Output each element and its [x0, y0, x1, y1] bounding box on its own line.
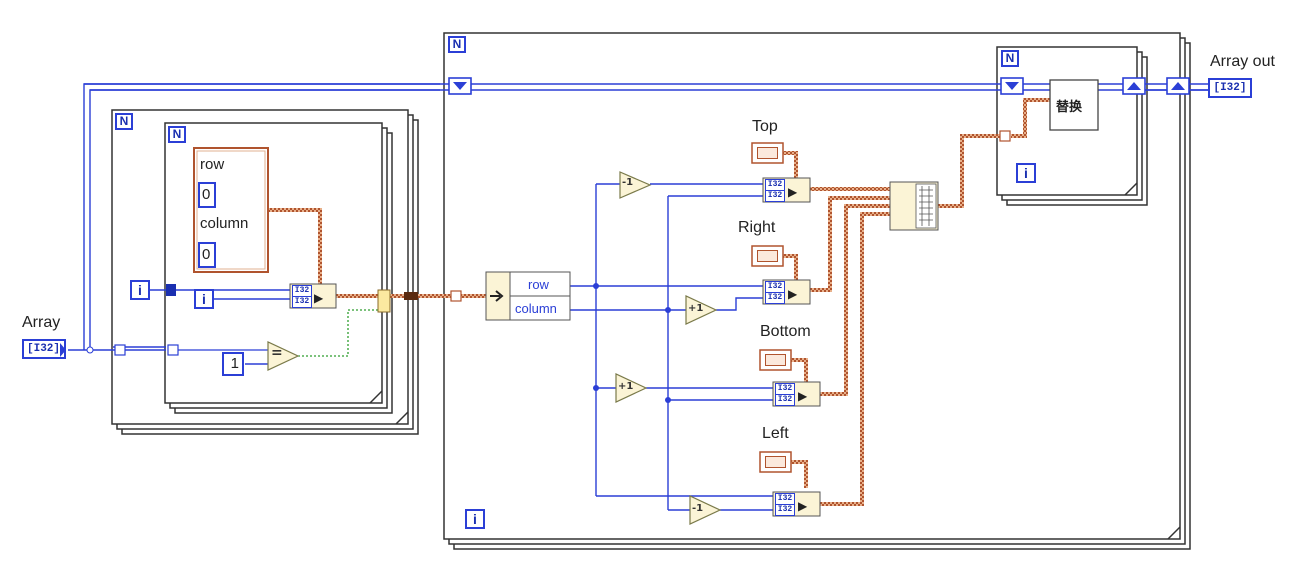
right-loop-index-terminal: i: [1016, 163, 1036, 183]
unbundle-column-label: column: [515, 301, 557, 316]
shift-register-right-inner: [1122, 77, 1146, 95]
array-input-type: [I32]: [27, 343, 61, 355]
top-label: Top: [752, 118, 778, 135]
indexing-tunnels: [377, 289, 418, 313]
cluster-wires: [268, 98, 1050, 506]
shift-register-left-main: [448, 77, 472, 95]
outer-loop-index-terminal: i: [130, 280, 150, 300]
right-loop-count-terminal: N: [1001, 50, 1019, 67]
array-output-terminal[interactable]: [I32]: [1208, 78, 1252, 98]
decrement-top-glyph: -1: [622, 177, 634, 188]
bundle-arrow-icon: ▶: [798, 389, 808, 403]
decrement-left-glyph: -1: [692, 503, 704, 514]
array-output-label: Array out: [1210, 53, 1275, 70]
bundle-left-i32-b: I32: [292, 296, 312, 308]
inner-loop-index-terminal: i: [194, 289, 214, 309]
shift-register-right-main: [1166, 77, 1190, 95]
right-constant-icon: [757, 250, 778, 262]
replace-subvi-label: 替换: [1056, 100, 1083, 115]
outer-loop-count-terminal: N: [115, 113, 133, 130]
bundle-arrow-icon: ▶: [314, 291, 324, 305]
main-loop-count-terminal: N: [448, 36, 466, 53]
unbundle-row-label: row: [528, 277, 549, 292]
inner-loop-count-terminal: N: [168, 126, 186, 143]
cluster-column-value[interactable]: 0: [198, 242, 216, 268]
numeric-constant-one[interactable]: 1: [222, 352, 244, 376]
right-label: Right: [738, 219, 776, 236]
bundle-bottom-i32-b: I32: [775, 394, 795, 406]
replace-subvi: [1049, 79, 1099, 131]
main-loop-index-terminal: i: [465, 509, 485, 529]
array-input-terminal[interactable]: [I32]: [22, 339, 66, 359]
cluster-constant-frame: [193, 147, 269, 273]
cluster-row-label: row: [200, 156, 225, 173]
bundle-arrow-icon: ▶: [788, 185, 798, 199]
unbundle-node: [485, 271, 571, 321]
array-input-arrow-icon: [60, 343, 66, 357]
boolean-wire: [298, 309, 382, 357]
bundle-right-i32-b: I32: [765, 292, 785, 304]
loop-count-terminal-filled: [166, 284, 176, 296]
equal-operator-glyph: =: [271, 345, 283, 361]
wire-junctions: [86, 283, 671, 403]
array-input-label: Array: [22, 314, 61, 331]
array-output-type: [I32]: [1213, 82, 1247, 94]
left-label: Left: [762, 425, 789, 442]
build-array-node: [889, 181, 939, 231]
left-constant-icon: [765, 456, 786, 468]
cluster-row-value[interactable]: 0: [198, 182, 216, 208]
bundle-leftdir-i32-b: I32: [775, 504, 795, 516]
top-constant-icon: [757, 147, 778, 159]
increment-bottom-glyph: +1: [618, 381, 634, 392]
cluster-column-label: column: [200, 215, 249, 232]
bundle-arrow-icon: ▶: [798, 499, 808, 513]
triangle-nodes: [267, 171, 722, 525]
bundle-top-i32-b: I32: [765, 190, 785, 202]
increment-right-glyph: +1: [688, 303, 704, 314]
shift-register-left-inner: [1000, 77, 1024, 95]
bottom-label: Bottom: [760, 323, 811, 340]
loop-tunnels: [114, 130, 1011, 356]
bundle-arrow-icon: ▶: [788, 287, 798, 301]
bottom-constant-icon: [765, 354, 786, 366]
